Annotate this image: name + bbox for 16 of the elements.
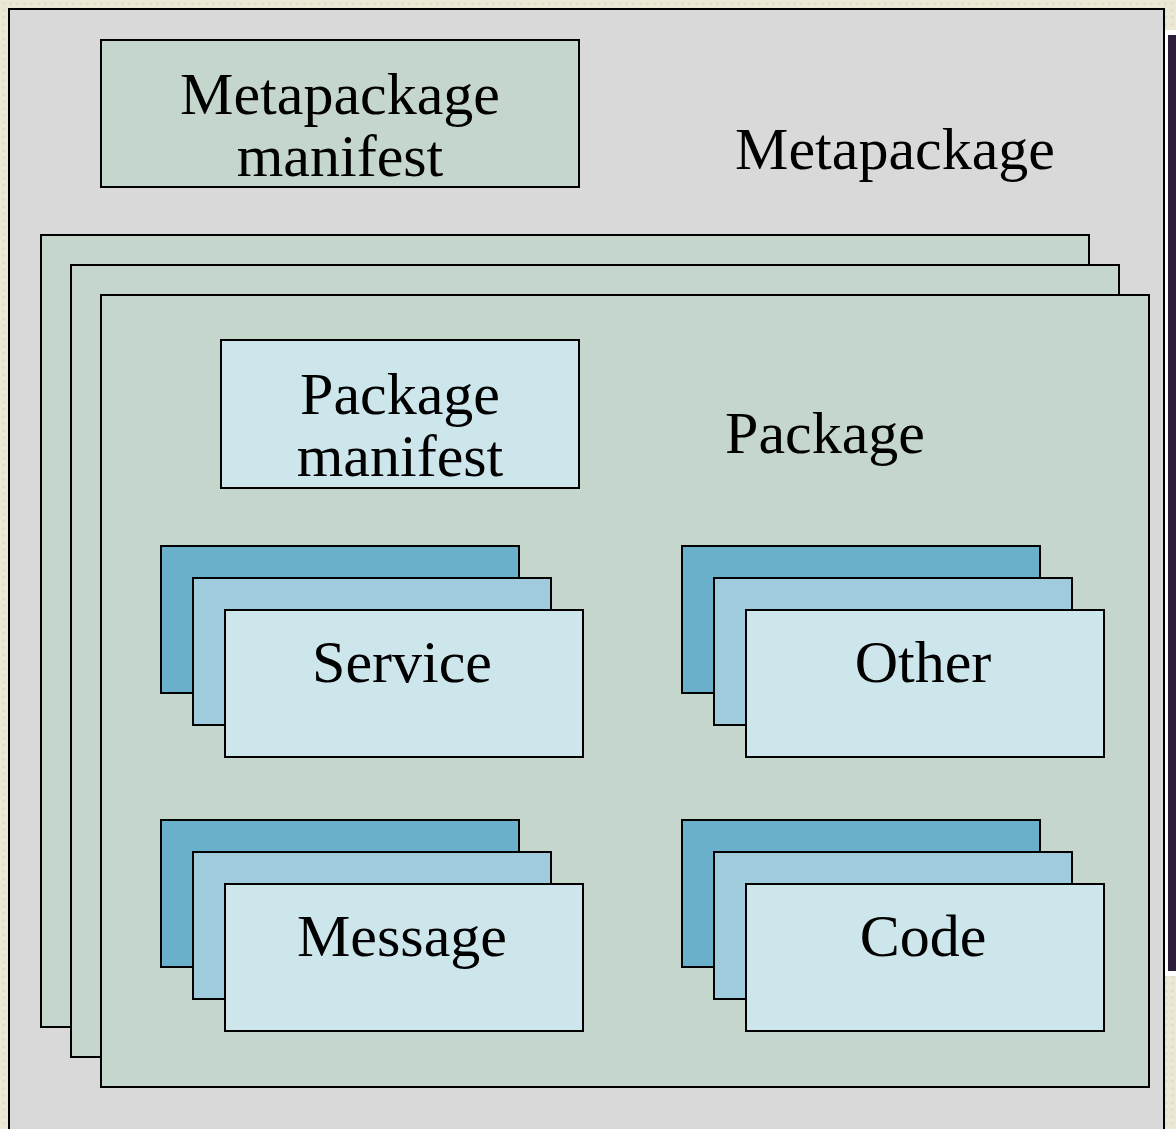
group-title: Package <box>724 402 926 464</box>
stacked-cards <box>681 819 1105 1032</box>
stacked-cards <box>160 819 584 1032</box>
box-label: Other <box>853 631 993 693</box>
box-label: Message <box>296 905 508 967</box>
box-label: Service <box>311 631 493 693</box>
stacked-package-panels <box>40 234 1150 1088</box>
box-label: Code <box>858 905 988 967</box>
group-title: Metapackage <box>734 118 1056 180</box>
stacked-cards <box>681 545 1105 758</box>
stacked-cards <box>160 545 584 758</box>
box-label: Package manifest <box>295 363 505 487</box>
metapackage-panel <box>8 8 1165 1129</box>
manifest-box <box>100 39 580 188</box>
box-label: Metapackage manifest <box>179 63 501 187</box>
manifest-box <box>220 339 580 489</box>
